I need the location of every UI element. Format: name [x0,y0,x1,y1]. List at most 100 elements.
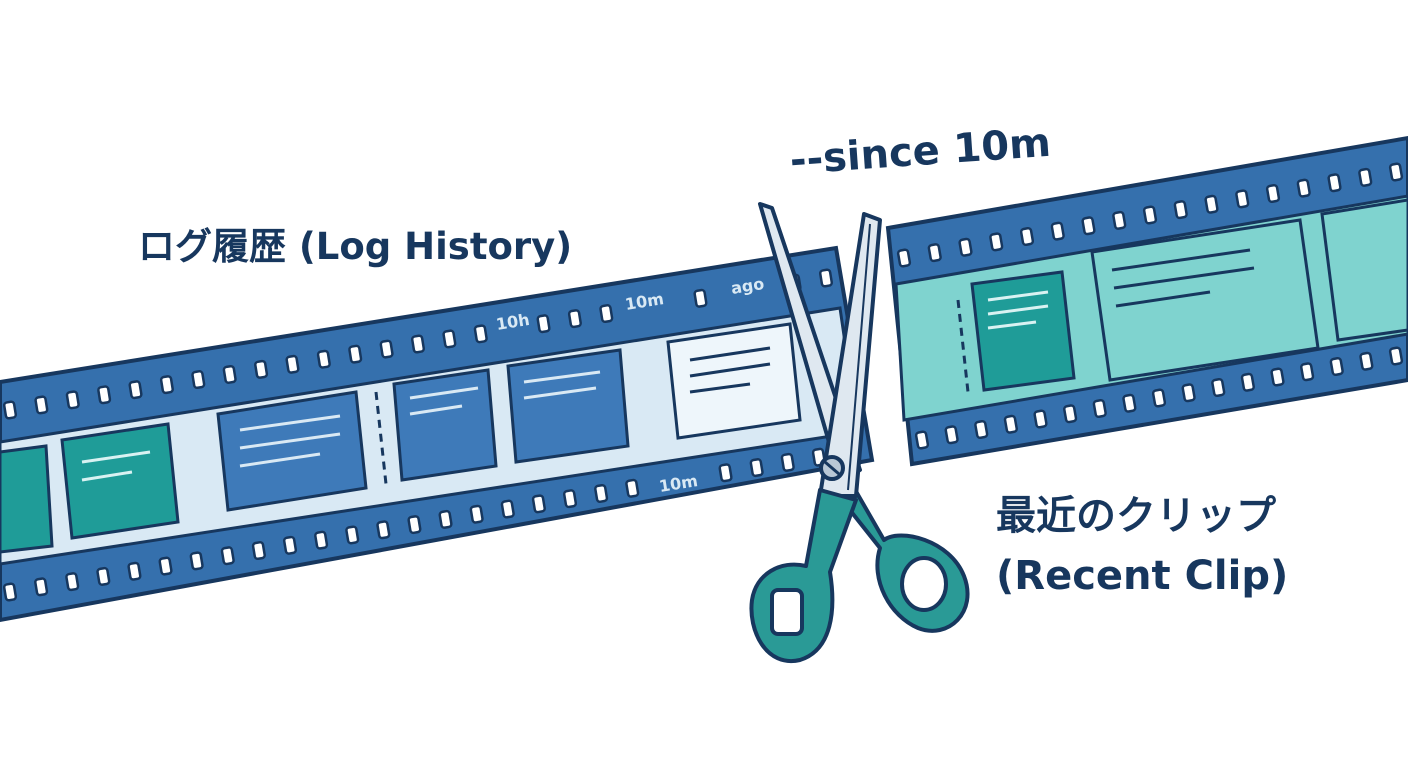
sprocket-hole [599,304,614,324]
sprocket-hole [128,380,143,400]
sprocket-hole [1265,183,1281,204]
sprocket-hole [442,329,457,349]
sprocket-hole [780,452,795,472]
sprocket-hole [1142,205,1158,225]
sprocket-hole [1033,409,1048,429]
sprocket-hole [1050,221,1065,241]
sprocket-hole [1081,216,1096,236]
sprocket-hole [718,463,733,483]
sprocket-hole [1019,226,1035,247]
sprocket-hole [1388,162,1404,182]
sprocket-hole [1329,356,1344,377]
sprocket-hole [1235,189,1250,209]
sprocket-hole [989,232,1004,252]
sprocket-hole [410,334,426,354]
sprocket-hole [282,535,298,555]
sprocket-hole [974,419,989,440]
frame-blue-1 [216,390,368,512]
frame-recent-teal [970,270,1076,392]
frame-recent-edge [1320,198,1408,342]
sprocket-hole [158,556,173,576]
sprocket-hole [944,425,959,445]
sprocket-hole [562,489,578,509]
frame-light [666,322,802,440]
sprocket-hole [1270,367,1285,387]
sprocket-hole [34,577,49,597]
scissors-icon [749,202,970,664]
sprocket-hole [1112,210,1127,230]
sprocket-hole [251,541,266,561]
sprocket-hole [2,400,18,420]
sprocket-hole [34,395,49,415]
frame-recent-wide [1090,218,1320,382]
sprocket-hole [896,248,912,268]
sprocket-hole [1388,346,1404,366]
sprocket-hole [594,483,609,503]
sprocket-hole [1181,383,1196,403]
sprocket-hole [127,561,142,581]
frame-blue-3 [506,348,630,464]
sprocket-hole [1358,167,1373,187]
sprocket-hole [348,344,363,364]
scissors-handle-left [749,488,858,664]
sprocket-hole [1204,194,1219,214]
frame-divider-dashed [374,391,388,485]
sprocket-hole [500,499,515,519]
sprocket-hole [693,288,708,308]
sprocket-hole [1122,393,1137,413]
film-strip-history: 10h 10m ago 10m [0,245,875,623]
sprocket-hole [1092,398,1107,419]
sprocket-hole [536,314,551,334]
recent-clip-label: 最近のクリップ (Recent Clip) [996,486,1288,606]
sprocket-hole [749,458,764,478]
sprocket-hole [316,349,331,369]
sprocket-hole [1240,372,1255,392]
sprocket-hole [159,375,174,395]
sprocket-hole [379,339,394,359]
sprocket-hole [473,324,488,344]
sprocket-hole [65,572,80,592]
sprocket-hole [222,364,237,384]
frame-teal-1 [0,444,54,554]
frame-teal-2 [60,422,180,540]
sprocket-hole [1063,404,1078,424]
sprocket-hole [189,551,204,571]
sprocket-hole [438,509,453,529]
sprocket-hole [818,268,834,288]
sprocket-hole [914,430,930,450]
sprocket-holes-top [2,268,834,420]
sprocket-hole [65,390,80,410]
sprocket-hole [927,243,942,263]
sprocket-hole [96,566,111,586]
sprocket-hole [1211,377,1226,398]
sprocket-hole [567,309,582,329]
frame-blue-2 [392,368,498,482]
film-strip-recent [885,135,1408,467]
sprocket-hole [531,494,546,514]
sprocket-hole [220,546,235,566]
sprocket-hole [625,478,640,498]
sprocket-hole [345,525,360,545]
sprocket-holes-recent-top [896,162,1404,268]
sprocket-hole [2,582,18,602]
sprocket-hole [1173,200,1188,220]
recent-divider-dashed [956,299,970,393]
sprocket-hole [97,385,112,405]
recent-clip-label-jp: 最近のクリップ [996,493,1276,539]
sprocket-hole [314,530,329,550]
sprocket-hole [958,237,973,257]
sprocket-hole [285,354,300,374]
sprocket-hole [1359,351,1374,371]
sprocket-hole [1300,362,1315,382]
recent-clip-label-en: (Recent Clip) [996,553,1289,599]
sprocket-hole [1327,173,1342,193]
sprocket-hole [254,359,269,379]
sprocket-holes-recent-bottom [914,346,1404,450]
sprocket-hole [376,520,391,540]
sprocket-hole [469,504,484,524]
sprocket-hole [1003,414,1018,434]
sprocket-hole [191,370,206,390]
sprocket-hole [407,515,422,535]
